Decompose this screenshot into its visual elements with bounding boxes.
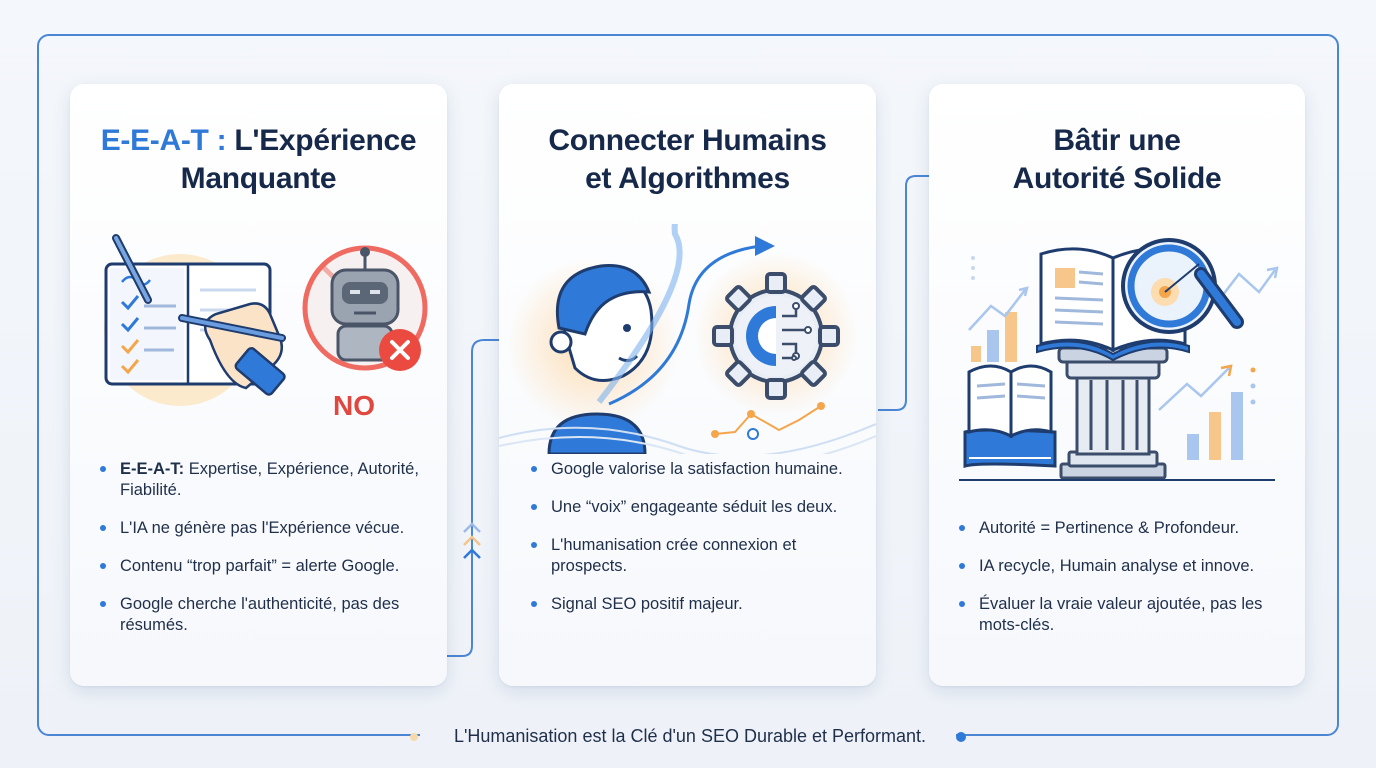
data-point: [817, 402, 825, 410]
card-connect: Connecter Humains et Algorithmes: [499, 84, 876, 686]
list-item: Évaluer la vraie valeur ajoutée, pas les…: [959, 594, 1285, 636]
list-item: E-E-A-T: Expertise, Expérience, Autorité…: [100, 459, 427, 501]
bullet-list: E-E-A-T: Expertise, Expérience, Autorité…: [100, 459, 427, 653]
list-item: Google valorise la satisfaction humaine.: [531, 459, 856, 480]
pillar-icon: [1057, 346, 1169, 480]
list-item: IA recycle, Humain analyse et innove.: [959, 556, 1285, 577]
gear-icon: [712, 272, 840, 400]
connector-2-3: [878, 175, 962, 411]
card-title: E-E-A-T : L'Expérience Manquante: [70, 122, 447, 198]
arrow-curve: [608, 244, 762, 406]
notebook-robot-illustration: [104, 234, 428, 406]
title-line2: Autorité Solide: [1012, 162, 1222, 195]
title-line1: Connecter Humains: [548, 124, 827, 157]
title-line2: et Algorithmes: [585, 162, 790, 195]
chevron-up-icon: [463, 522, 481, 533]
list-item: Contenu “trop parfait” = alerte Google.: [100, 556, 427, 577]
list-item: L'humanisation crée connexion et prospec…: [531, 535, 856, 577]
chevron-up-icon: [463, 548, 481, 559]
data-point: [711, 430, 719, 438]
bar-chart-icon: [968, 256, 1029, 362]
connector-1-2: [402, 339, 542, 657]
human-algorithm-illustration: [499, 224, 876, 454]
book-stack-icon: [963, 364, 1057, 468]
pen-icon: [112, 234, 152, 304]
card-authority: Bâtir une Autorité Solide: [929, 84, 1305, 686]
data-wave: [499, 423, 876, 454]
footer-tagline: L'Humanisation est la Clé d'un SEO Durab…: [453, 726, 927, 746]
data-wave: [499, 435, 876, 454]
list-item: Signal SEO positif majeur.: [531, 594, 856, 615]
data-line: [714, 405, 822, 435]
no-badge: NO: [333, 390, 375, 421]
human-head-icon: [547, 264, 654, 454]
data-point: [747, 428, 759, 440]
growth-chart-icon: [1158, 266, 1279, 460]
list-item: L'IA ne génère pas l'Expérience vécue.: [100, 518, 427, 539]
card-eeat: E-E-A-T : L'Expérience Manquante: [70, 84, 447, 686]
list-item: Autorité = Pertinence & Profondeur.: [959, 518, 1285, 539]
footer-dot: [956, 732, 966, 742]
list-item: Une “voix” engageante séduit les deux.: [531, 497, 856, 518]
title-line2: Manquante: [180, 162, 337, 195]
card-title: Connecter Humains et Algorithmes: [499, 122, 876, 198]
bullet-list: Autorité = Pertinence & Profondeur. IA r…: [959, 518, 1285, 653]
data-point: [747, 410, 755, 418]
list-item: Google cherche l'authenticité, pas des r…: [100, 594, 427, 636]
card-title: Bâtir une Autorité Solide: [929, 122, 1305, 198]
title-line1: Bâtir une: [1053, 124, 1181, 157]
writing-hand-icon: [178, 302, 286, 396]
title-rest: L'Expérience: [234, 124, 417, 157]
magnifier-icon: [1121, 238, 1244, 334]
arrow-head-icon: [755, 236, 775, 256]
footer-mask: [420, 722, 956, 752]
footer-dot: [410, 733, 418, 741]
title-accent: E-E-A-T :: [100, 124, 227, 157]
chevron-up-icon: [463, 535, 481, 546]
authority-illustration: [959, 238, 1279, 481]
arrow-curve: [596, 224, 683, 404]
robot-prohibited-icon: [302, 245, 428, 371]
bullet-list: Google valorise la satisfaction humaine.…: [531, 459, 856, 632]
